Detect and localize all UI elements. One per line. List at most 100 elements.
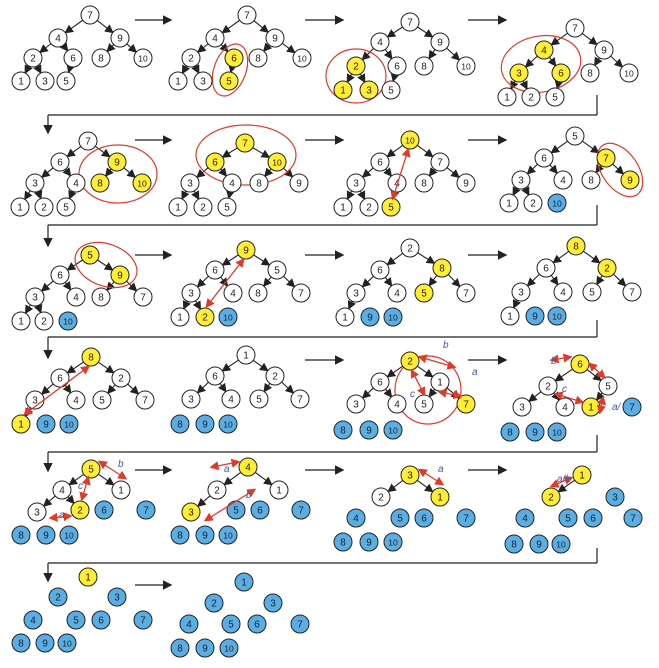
tree-edge	[24, 304, 34, 315]
step-label: c	[562, 384, 567, 395]
tree-edge	[512, 186, 521, 197]
heap-node-value: 8	[421, 179, 427, 190]
tree-edge	[66, 145, 82, 158]
heap-node-value: 10	[461, 62, 471, 72]
tree-edge	[446, 47, 461, 61]
heap-node-value: 6	[231, 54, 237, 65]
heap-node-value: 2	[604, 264, 610, 275]
heap-node	[360, 307, 380, 327]
heap-node-value: 8	[18, 531, 24, 542]
step-label: b	[118, 459, 124, 470]
step-label: b	[246, 490, 252, 501]
heap-node-value: 6	[212, 266, 218, 277]
heap-node-value: 9	[114, 158, 120, 169]
heap-node	[170, 307, 190, 327]
heap-node-value: 4	[228, 395, 234, 406]
swap-arrow	[390, 147, 411, 201]
heap-node	[400, 238, 420, 258]
heap-node-value: 4	[73, 396, 79, 407]
heap-node	[181, 48, 201, 68]
swap-arrow	[417, 468, 445, 486]
heap-node	[66, 610, 86, 630]
heap-node-value: 9	[437, 38, 443, 49]
step-label: a/	[612, 402, 622, 413]
tree-edge	[283, 275, 296, 288]
heap-node-value: 5	[233, 506, 239, 517]
tree-edge	[253, 20, 269, 34]
tree-edge	[612, 163, 625, 175]
heap-node-value: 3	[114, 593, 120, 604]
heap-node-value: 10	[63, 317, 73, 327]
heap-node-value: 10	[552, 199, 562, 209]
heap-node	[291, 283, 311, 303]
heap-node	[596, 148, 616, 168]
tree-edge	[96, 20, 114, 34]
heap-node	[521, 87, 541, 107]
heap-node	[538, 376, 558, 396]
swap-arrow	[97, 460, 128, 480]
heap-node	[56, 197, 76, 217]
heap-node	[57, 633, 77, 653]
heap-node	[224, 48, 244, 68]
heap-node	[547, 422, 567, 442]
tree-edge	[98, 473, 115, 486]
heap-node-value: 9	[532, 312, 538, 323]
heap-node	[217, 197, 237, 217]
heap-node-value: 1	[507, 312, 513, 323]
heap-node-value: 7	[140, 293, 146, 304]
tree-edge	[547, 56, 557, 67]
tree-edge	[386, 144, 404, 158]
tree-edge	[191, 190, 200, 201]
tree-edge	[548, 164, 558, 175]
heap-node-value: 5	[421, 400, 427, 411]
tree-edge	[263, 42, 273, 53]
heap-node-value: 7	[87, 11, 93, 22]
heap-node-value: 10	[223, 313, 233, 323]
heap-node-value: 6	[394, 62, 400, 73]
heap-node	[170, 525, 190, 545]
tree-edge	[357, 73, 366, 84]
heap-node	[195, 307, 215, 327]
tree-edge	[62, 167, 72, 177]
heap-node-value: 1	[588, 403, 594, 414]
heap-node	[11, 414, 31, 434]
tree-edge	[181, 190, 190, 201]
tree-edge	[346, 190, 355, 201]
tree-edge	[390, 72, 400, 83]
tree-edge	[196, 43, 209, 54]
heap-node	[536, 258, 556, 278]
heap-node-value: 6	[57, 271, 63, 282]
heap-node	[236, 345, 256, 365]
heap-node-value: 2	[353, 62, 359, 73]
heap-node	[52, 480, 72, 500]
tree-edge	[217, 382, 227, 393]
heap-node-value: 2	[528, 93, 534, 104]
heap-node-value: 3	[518, 176, 524, 187]
heap-node-value: 1	[241, 578, 247, 589]
heap-node-value: 5	[63, 77, 69, 88]
heap-node	[456, 56, 476, 76]
heap-node-value: 6	[558, 69, 564, 80]
heap-node	[35, 71, 55, 91]
tree-edge	[524, 55, 538, 68]
heap-node-value: 6	[377, 266, 383, 277]
tree-edge	[552, 250, 570, 264]
heap-node	[36, 525, 56, 545]
heap-node-value: 4	[522, 514, 528, 525]
swap-arrow	[48, 512, 73, 522]
heap-node-value: 5	[388, 86, 394, 97]
heap-node	[430, 32, 450, 52]
heap-node	[221, 614, 241, 634]
heap-node-value: 2	[41, 203, 47, 214]
heap-node	[582, 282, 602, 302]
heap-node	[193, 197, 213, 217]
tree-edge	[42, 495, 56, 507]
heap-node-value: 3	[519, 403, 525, 414]
tree-edge	[510, 80, 519, 91]
heap-node-value: 1	[118, 486, 124, 497]
